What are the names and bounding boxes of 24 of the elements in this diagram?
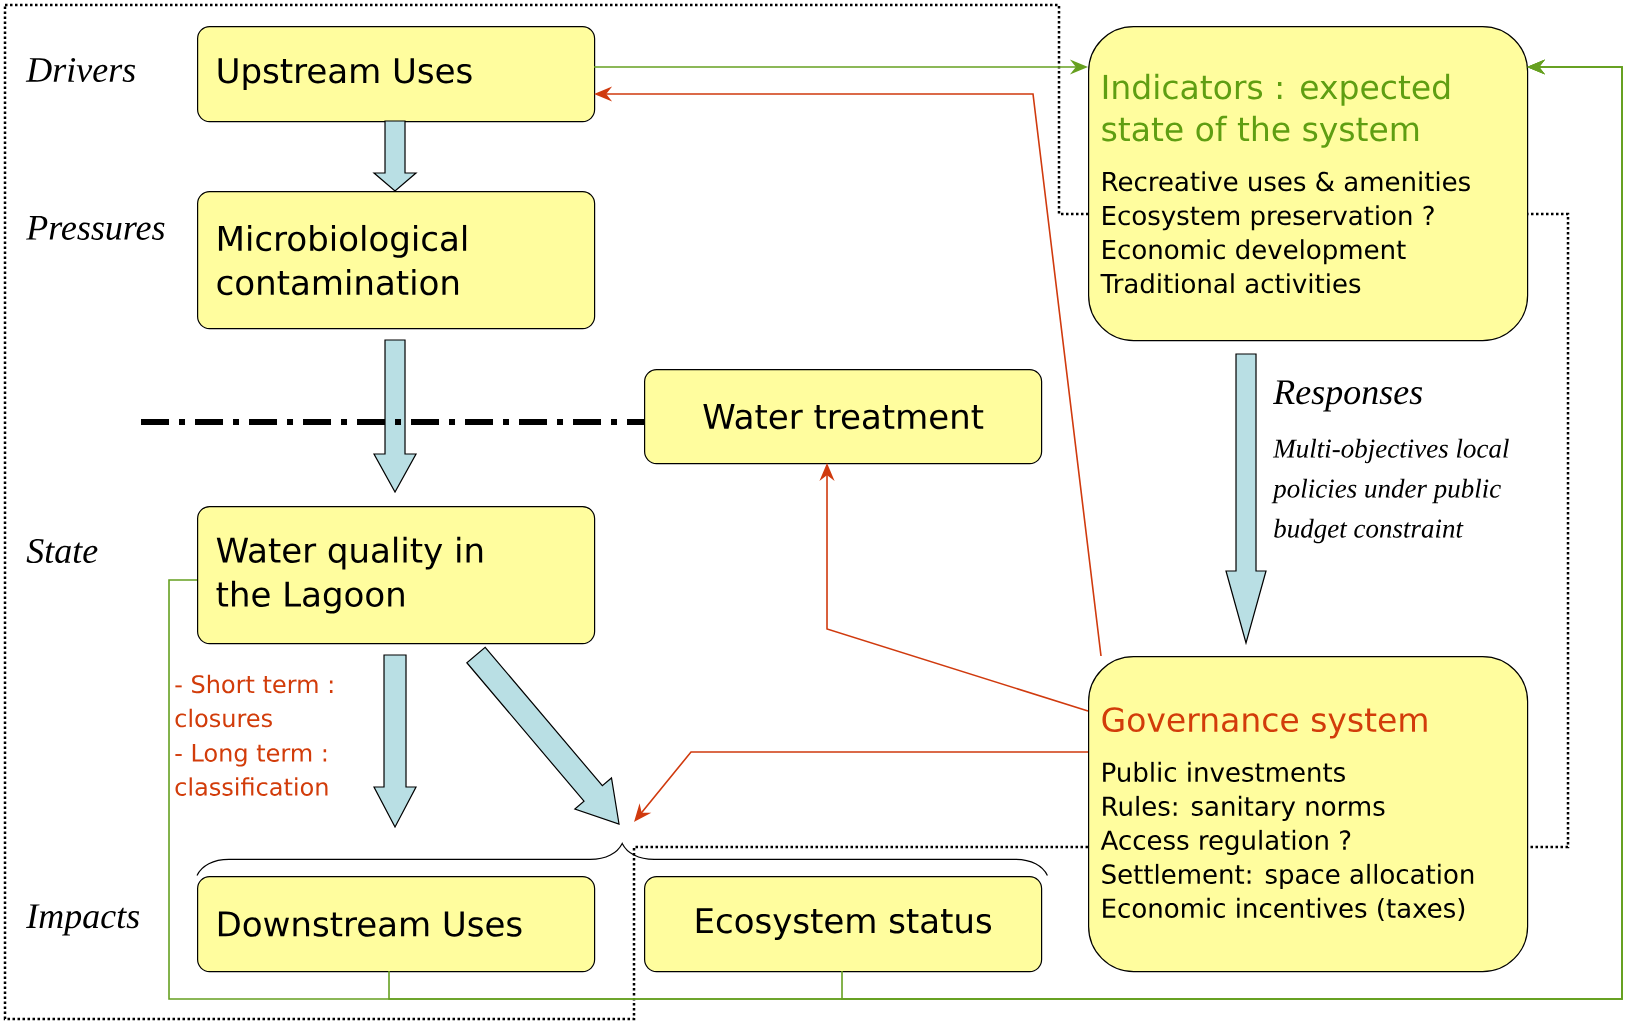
- process-box: Upstream Uses: [197, 26, 596, 123]
- process-box: Governance system Public investments Rules: sanitary norms Access regulation ? Settlement: space allocation Economic incentives (taxes): [1088, 656, 1529, 973]
- note-text: Multi-objectives local policies under public budget constraint: [1271, 438, 1509, 544]
- block-arrow: [372, 120, 418, 192]
- block-arrow: [466, 646, 620, 825]
- process-box: Indicators : expected state of the system Recreative uses & amenities Ecosystem preservation ? Economic development Traditional activities: [1088, 26, 1529, 342]
- process-box: Water treatment: [644, 369, 1043, 465]
- stage-label: Impacts: [26, 904, 140, 936]
- arrow: [634, 751, 1089, 822]
- block-arrow: [373, 654, 417, 829]
- process-box: Microbiological contamination: [197, 191, 596, 330]
- brace: [196, 842, 1048, 876]
- process-box: Downstream Uses: [197, 876, 596, 973]
- note-text: - Short term : closures: [175, 674, 333, 728]
- note-text: - Long term : classification: [175, 744, 328, 796]
- block-arrow: [373, 339, 418, 494]
- stage-label: Responses: [1273, 380, 1423, 412]
- process-box: Ecosystem status: [644, 876, 1043, 973]
- stage-label: State: [26, 538, 98, 564]
- dash-dot-line: [141, 419, 644, 425]
- process-box: Water quality in the Lagoon: [197, 506, 596, 645]
- stage-label: Pressures: [26, 216, 165, 240]
- block-arrow: [1225, 353, 1267, 646]
- stage-label: Drivers: [25, 57, 136, 83]
